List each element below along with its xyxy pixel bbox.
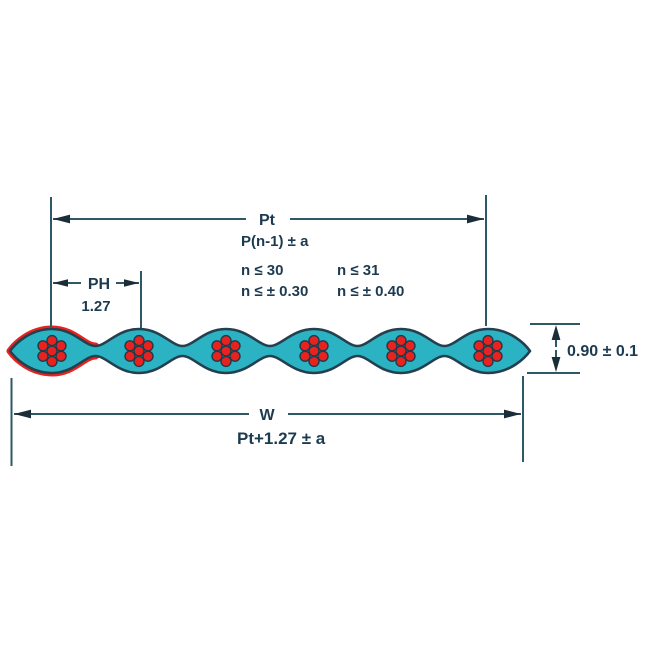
- pt-formula: P(n-1) ± a: [241, 233, 309, 250]
- w-formula: Pt+1.27 ± a: [237, 429, 326, 448]
- pt-arrow-right: [467, 214, 484, 224]
- ph-arrow-right: [124, 279, 139, 287]
- conductor-strands: [124, 334, 154, 368]
- w-label: W: [259, 407, 275, 424]
- w-arrow-left: [14, 409, 31, 419]
- note-left-line1: n ≤ 30: [241, 262, 283, 279]
- ph-arrow-left: [53, 279, 68, 287]
- conductor-strands: [299, 334, 329, 368]
- cable-body: [8, 327, 532, 375]
- height-arrow-up: [551, 325, 561, 340]
- height-arrow-down: [551, 357, 561, 372]
- ph-label: PH: [88, 276, 110, 293]
- conductor-strands: [386, 334, 416, 368]
- note-right-line1: n ≤ 31: [337, 262, 379, 279]
- pt-arrow-left: [53, 214, 70, 224]
- note-left-line2: n ≤ ± 0.30: [241, 283, 308, 300]
- ph-value: 1.27: [81, 298, 110, 315]
- note-right-line2: n ≤ ± 0.40: [337, 283, 404, 300]
- conductor-strands: [473, 334, 503, 368]
- height-label: 0.90 ± 0.1: [567, 343, 638, 360]
- conductor-strands: [211, 334, 241, 368]
- conductor-strands: [37, 334, 67, 368]
- w-arrow-right: [504, 409, 521, 419]
- pt-label: Pt: [259, 212, 276, 229]
